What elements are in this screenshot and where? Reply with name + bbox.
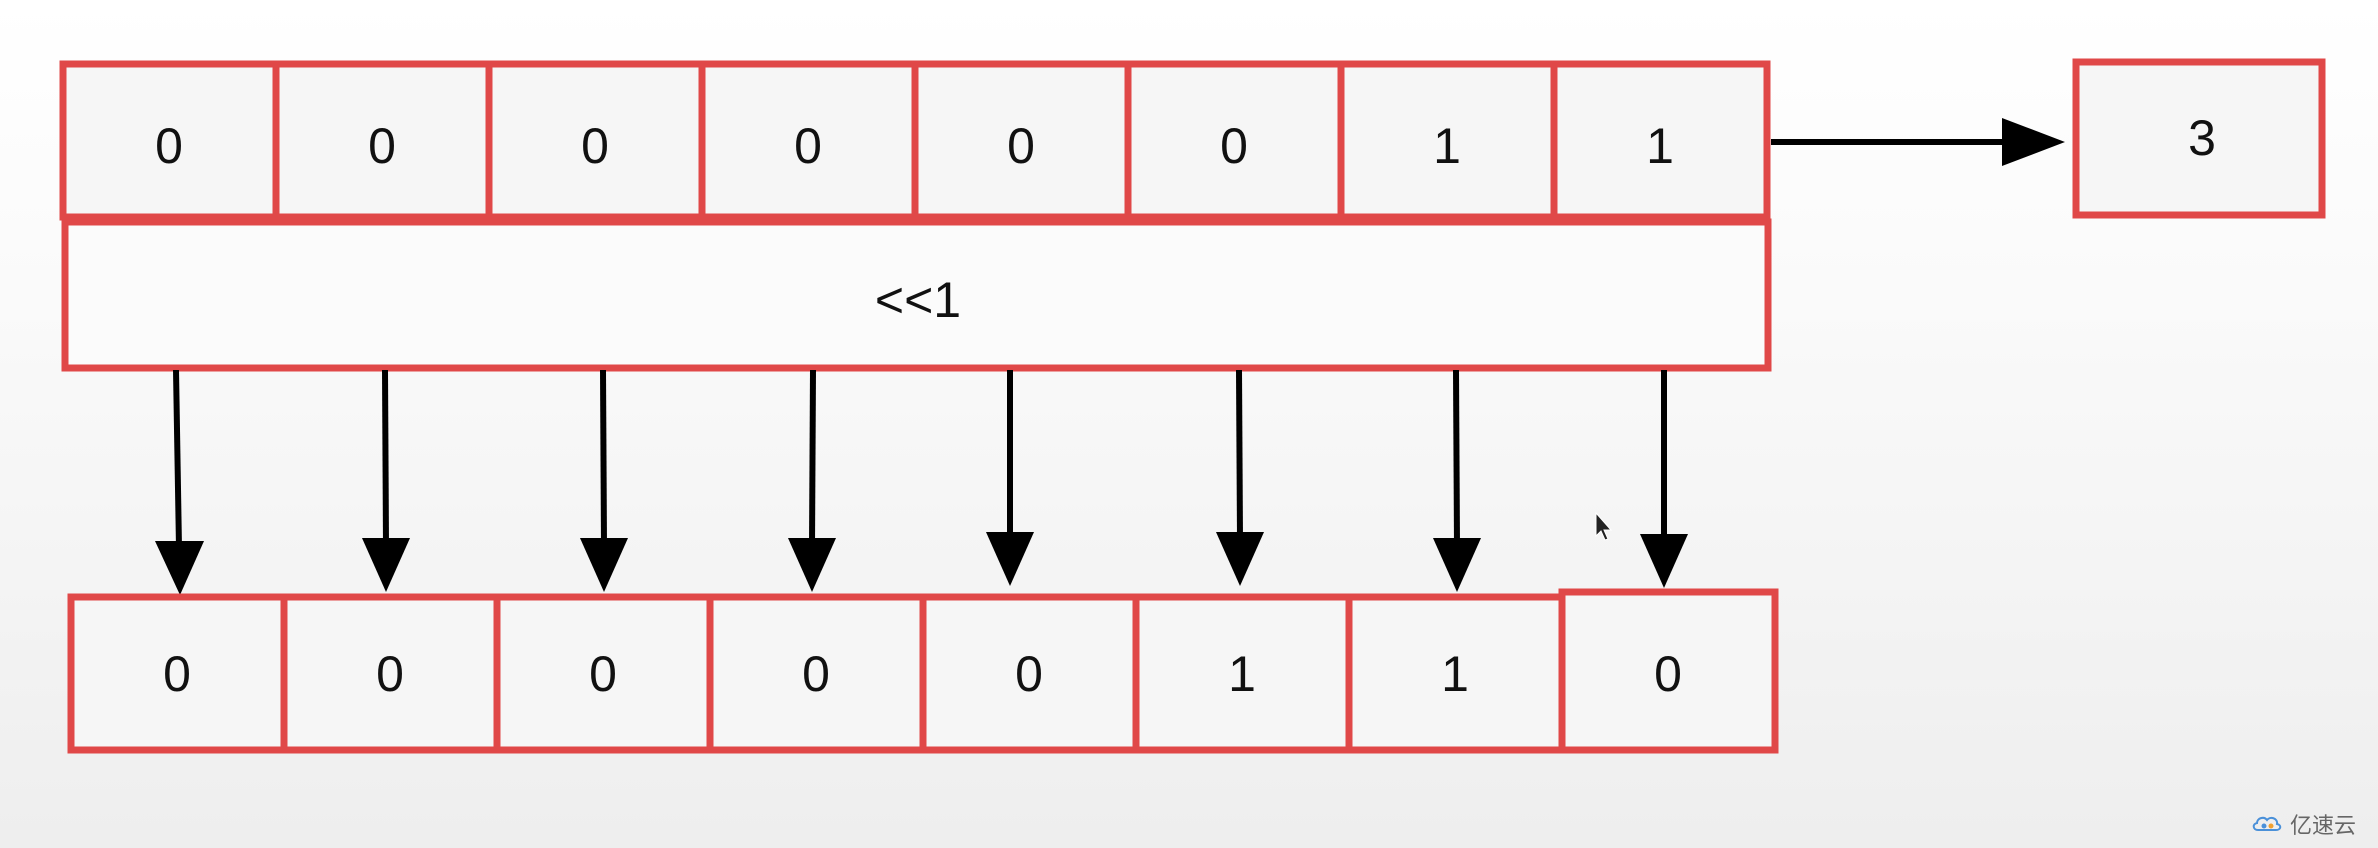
output-bit-cell: 0: [67, 593, 288, 754]
output-bit-cell: 0: [1558, 588, 1779, 754]
down-arrow: [1640, 370, 1688, 588]
input-bit-cell: 0: [698, 60, 919, 221]
down-arrow: [362, 369, 410, 592]
input-bit-cell: 1: [1550, 60, 1771, 221]
down-arrow: [1216, 369, 1264, 586]
input-bit-value: 1: [1646, 118, 1674, 174]
input-bit-cell: 0: [272, 60, 493, 221]
input-bit-cell: 0: [911, 60, 1132, 221]
output-bit-value: 0: [1654, 646, 1682, 702]
output-bit-cell: 1: [1345, 593, 1566, 754]
cloud-logo-icon: [2252, 816, 2282, 831]
down-arrow: [155, 369, 204, 595]
input-bit-cell: 0: [485, 60, 706, 221]
input-bit-value: 0: [1220, 118, 1248, 174]
output-bit-value: 0: [376, 646, 404, 702]
shift-operation: <<1: [61, 218, 1772, 372]
mouse-cursor-icon: [1595, 511, 1613, 541]
output-byte: 0 0 0 0 0 1 1 0: [67, 588, 1779, 754]
input-byte: 0 0 0 0 0 0 1 1: [59, 60, 1771, 221]
decimal-value-box: 3: [2072, 58, 2326, 219]
input-bit-value: 0: [1007, 118, 1035, 174]
input-bit-value: 0: [155, 118, 183, 174]
down-arrow: [1433, 369, 1481, 592]
output-bit-value: 0: [589, 646, 617, 702]
output-bit-cell: 0: [919, 593, 1140, 754]
shift-operation-label: <<1: [875, 272, 961, 328]
output-bit-value: 1: [1441, 646, 1469, 702]
input-bit-cell: 0: [1124, 60, 1345, 221]
shift-arrows: [155, 369, 1688, 595]
down-arrow: [986, 370, 1034, 586]
value-arrow: [1771, 118, 2065, 166]
input-bit-cell: 0: [59, 60, 280, 221]
output-bit-cell: 0: [706, 593, 927, 754]
input-bit-value: 0: [794, 118, 822, 174]
output-bit-value: 0: [1015, 646, 1043, 702]
output-bit-cell: 1: [1132, 593, 1353, 754]
input-bit-value: 1: [1433, 118, 1461, 174]
output-bit-value: 1: [1228, 646, 1256, 702]
output-bit-value: 0: [163, 646, 191, 702]
output-bit-cell: 0: [280, 593, 501, 754]
down-arrow: [580, 369, 628, 592]
watermark-text: 亿速云: [2289, 814, 2356, 839]
watermark: 亿速云: [2250, 808, 2356, 840]
input-bit-value: 0: [581, 118, 609, 174]
down-arrow: [788, 369, 836, 592]
input-bit-cell: 1: [1337, 60, 1558, 221]
output-bit-cell: 0: [493, 593, 714, 754]
input-bit-value: 0: [368, 118, 396, 174]
decimal-value: 3: [2188, 110, 2216, 166]
output-bit-value: 0: [802, 646, 830, 702]
